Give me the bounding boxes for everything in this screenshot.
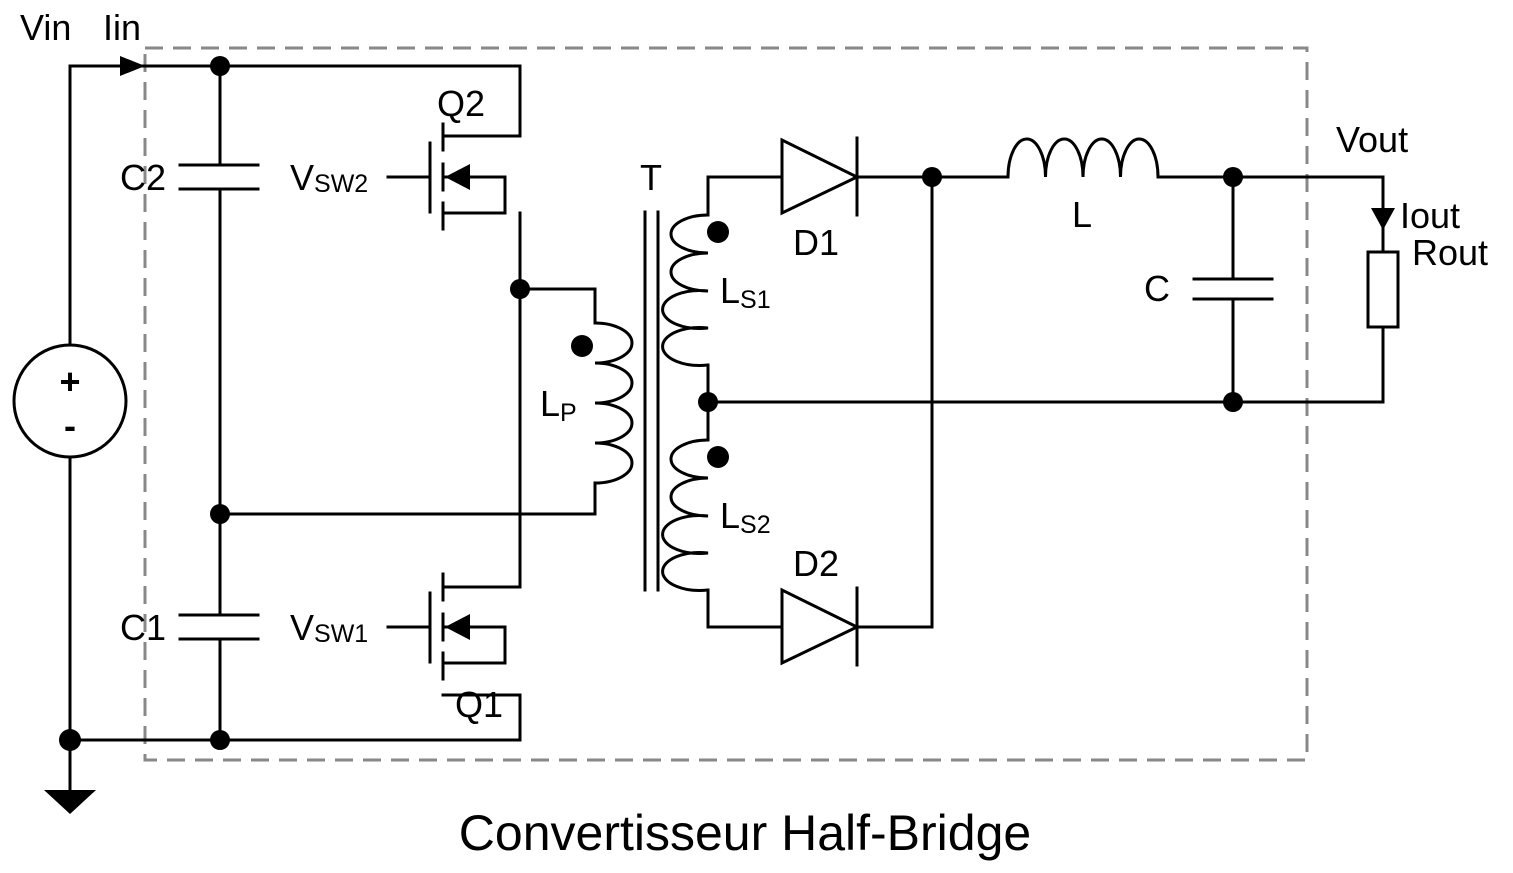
output-capacitor <box>1192 277 1274 301</box>
transformer-core <box>643 210 660 592</box>
label-lp: LP <box>540 383 577 427</box>
polarity-dot-ls1 <box>707 221 729 243</box>
load-resistor <box>1366 250 1400 329</box>
label-ls1: LS1 <box>720 270 771 314</box>
label-inductor: L <box>1072 194 1092 235</box>
label-transformer: T <box>640 157 662 198</box>
secondary-wiring <box>706 175 1385 629</box>
input-wiring <box>68 64 597 742</box>
diagram-caption: Convertisseur Half-Bridge <box>459 805 1031 861</box>
converter-boundary-box <box>143 46 1309 762</box>
voltage-source: + - <box>12 343 128 459</box>
label-iout: Iout <box>1400 195 1460 236</box>
label-q2: Q2 <box>437 83 485 124</box>
diode-d2 <box>780 586 861 667</box>
junction-dots <box>59 56 1243 751</box>
label-c2: C2 <box>120 157 166 198</box>
diode-d1 <box>780 136 861 217</box>
label-vsw2: VSW2 <box>290 157 368 198</box>
capacitor-c2 <box>178 163 260 191</box>
primary-winding-lp <box>594 321 634 485</box>
source-plus-sign: + <box>59 361 80 402</box>
label-iin: Iin <box>103 7 141 48</box>
label-d1: D1 <box>793 222 839 263</box>
mosfet-q2 <box>386 122 507 231</box>
secondary-winding-ls1 <box>661 213 709 367</box>
secondary-winding-ls2 <box>661 438 709 592</box>
mosfet-q1 <box>386 572 507 681</box>
label-capacitor: C <box>1144 268 1170 309</box>
polarity-dot-lp <box>571 335 593 357</box>
output-current-arrow <box>1371 208 1395 230</box>
label-q1: Q1 <box>455 684 503 725</box>
label-d2: D2 <box>793 543 839 584</box>
label-c1: C1 <box>120 607 166 648</box>
capacitor-c1 <box>178 613 260 641</box>
output-inductor <box>1006 137 1160 178</box>
label-vout: Vout <box>1336 119 1408 160</box>
label-vsw1: VSW1 <box>290 607 368 648</box>
source-minus-sign: - <box>64 405 76 446</box>
label-ls2: LS2 <box>720 495 771 539</box>
ground-symbol <box>44 738 96 814</box>
polarity-dot-ls2 <box>707 446 729 468</box>
label-rout: Rout <box>1412 232 1488 273</box>
input-current-arrow <box>120 56 145 76</box>
label-vin: Vin <box>20 7 71 48</box>
